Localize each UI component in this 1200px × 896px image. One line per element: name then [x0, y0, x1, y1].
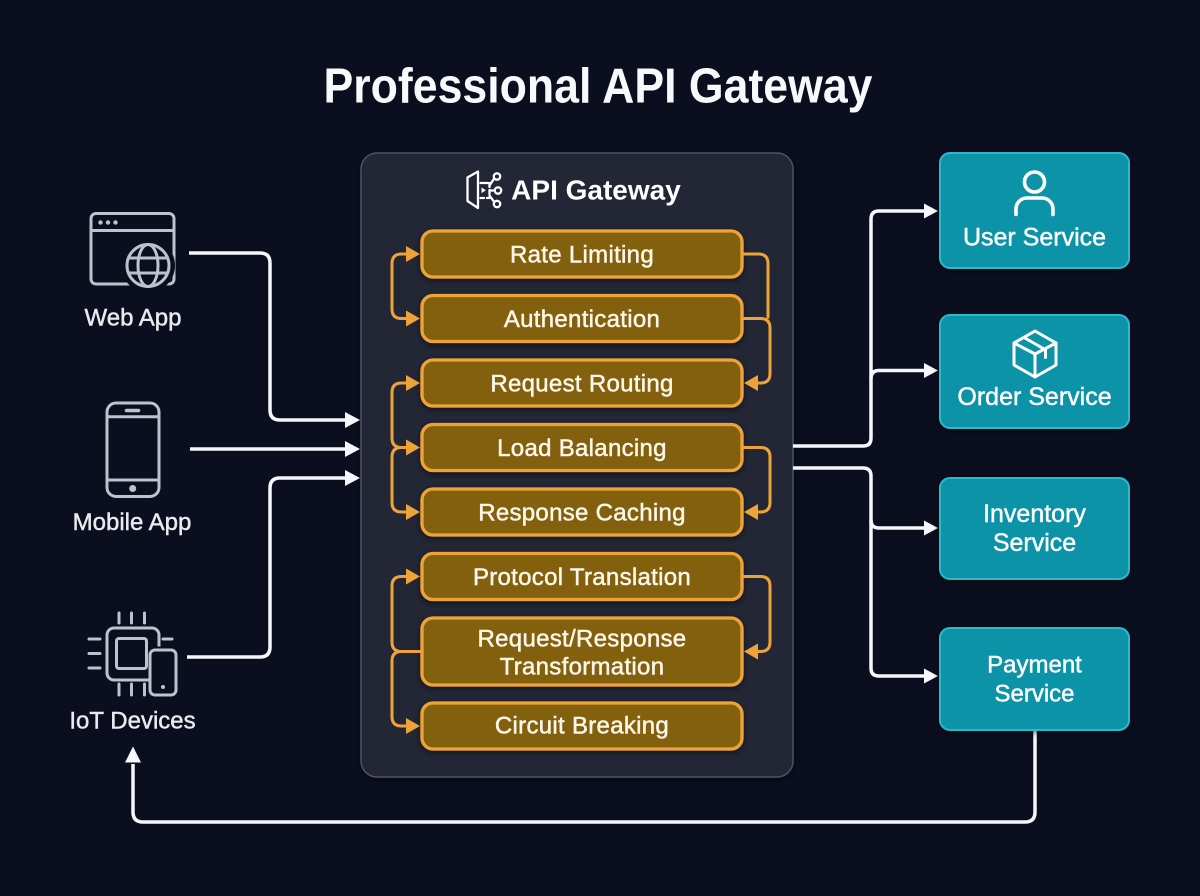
svg-text:Rate Limiting: Rate Limiting [510, 242, 654, 269]
svg-text:Payment: Payment [987, 652, 1082, 679]
svg-text:User Service: User Service [963, 224, 1106, 252]
svg-text:Response Caching: Response Caching [478, 500, 686, 527]
svg-text:Authentication: Authentication [504, 306, 660, 333]
svg-text:Transformation: Transformation [500, 654, 665, 681]
svg-text:Service: Service [993, 529, 1076, 557]
svg-text:Request Routing: Request Routing [490, 371, 673, 398]
svg-text:Inventory: Inventory [983, 500, 1086, 528]
svg-text:Load Balancing: Load Balancing [497, 435, 667, 462]
svg-text:Request/Response: Request/Response [478, 626, 687, 653]
svg-text:API Gateway: API Gateway [511, 175, 681, 206]
svg-text:Order Service: Order Service [957, 383, 1111, 411]
svg-text:Mobile App: Mobile App [73, 509, 192, 536]
svg-text:Service: Service [994, 681, 1074, 708]
svg-text:Professional API Gateway: Professional API Gateway [324, 60, 873, 114]
svg-text:Protocol Translation: Protocol Translation [473, 564, 691, 591]
svg-text:IoT Devices: IoT Devices [69, 708, 195, 735]
svg-text:Web App: Web App [85, 305, 182, 332]
svg-text:Circuit Breaking: Circuit Breaking [495, 713, 669, 740]
